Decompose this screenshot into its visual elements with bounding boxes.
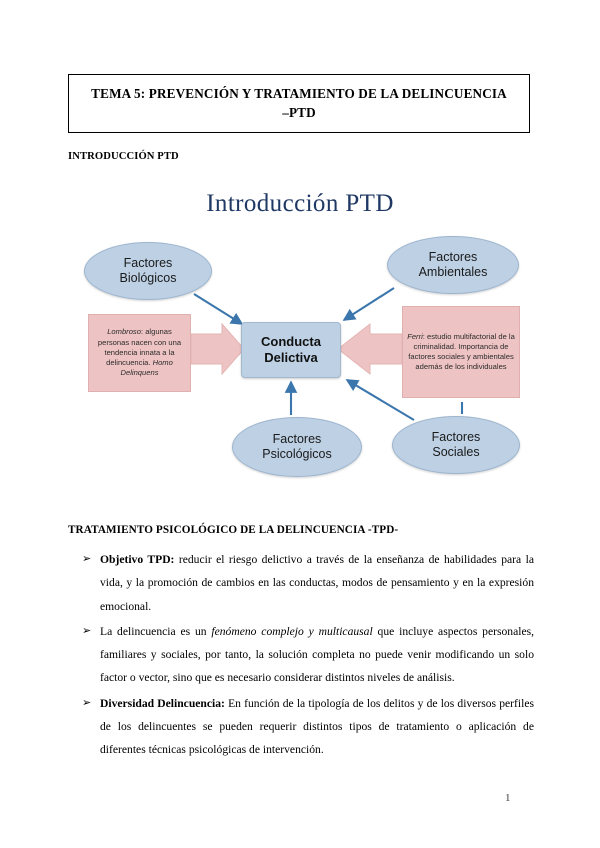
diagram-node-factores-psicologicos: Factores Psicológicos	[232, 417, 362, 477]
list-item-text: reducir el riesgo delictivo a través de …	[100, 553, 534, 613]
node-label-line2: Sociales	[432, 445, 480, 459]
block-arrow-right	[337, 322, 403, 376]
list-item: ➢ La delincuencia es un fenómeno complej…	[68, 620, 534, 690]
bullet-arrow-icon: ➢	[82, 624, 92, 637]
note-author: Ferri	[407, 331, 423, 341]
diagram-center-conducta-delictiva: Conducta Delictiva	[241, 322, 341, 378]
list-item-lead: Diversidad Delincuencia:	[100, 696, 225, 710]
note-body: : algunas personas nacen con una tendenc…	[97, 327, 182, 368]
bullet-arrow-icon: ➢	[82, 553, 92, 565]
list-item-text-after: que incluye aspectos personales, familia…	[100, 624, 534, 685]
node-label: Factores Ambientales	[419, 250, 488, 280]
node-label-line2: Ambientales	[418, 265, 488, 279]
tpd-section-heading: TRATAMIENTO PSICOLÓGICO DE LA DELINCUENC…	[68, 524, 399, 536]
note-text: Ferri: estudio multifactorial de la crim…	[407, 332, 515, 373]
center-label: Conducta Delictiva	[261, 334, 321, 366]
document-title-line-1: TEMA 5: PREVENCIÓN Y TRATAMIENTO DE LA D…	[91, 86, 507, 101]
tpd-bullet-list: ➢ Objetivo TPD: reducir el riesgo delict…	[68, 548, 534, 764]
note-author: Lombroso	[107, 327, 141, 337]
node-label: Factores Biológicos	[120, 256, 177, 286]
connector-biologicos	[193, 293, 244, 325]
node-label-line2: Biológicos	[119, 271, 177, 285]
list-item-lead: Objetivo TPD:	[100, 553, 175, 566]
node-label-line1: Factores	[272, 432, 322, 446]
introduccion-ptd-diagram: Introducción PTD	[62, 182, 538, 492]
diagram-node-factores-biologicos: Factores Biológicos	[84, 242, 212, 300]
page-number: 1	[505, 792, 511, 804]
diagram-connectors	[190, 287, 464, 421]
list-item: ➢ Objetivo TPD: reducir el riesgo delict…	[68, 548, 534, 618]
connector-ambientales	[342, 287, 395, 321]
list-item-text-before: La delincuencia es un	[100, 624, 212, 638]
center-label-line1: Conducta	[261, 334, 321, 349]
list-item-text: En función de la tipología de los delito…	[100, 696, 534, 757]
connector-sociales	[345, 379, 415, 421]
bullet-arrow-icon: ➢	[82, 696, 92, 709]
node-label-line1: Factores	[431, 430, 481, 444]
node-label-line1: Factores	[428, 250, 478, 264]
node-label-line1: Factores	[123, 256, 173, 270]
document-title-line-2: –PTD	[282, 105, 316, 120]
diagram-node-factores-sociales: Factores Sociales	[392, 416, 520, 474]
note-body: : estudio multifactorial de la criminali…	[408, 331, 515, 372]
block-arrow-left	[190, 322, 245, 376]
diagram-note-lombroso: Lombroso: algunas personas nacen con una…	[88, 314, 191, 392]
node-label: Factores Sociales	[432, 430, 481, 460]
list-item: ➢ Diversidad Delincuencia: En función de…	[68, 692, 534, 762]
node-label: Factores Psicológicos	[262, 432, 331, 462]
list-item-emphasis: fenómeno complejo y multicausal	[211, 624, 373, 638]
diagram-title: Introducción PTD	[206, 190, 394, 217]
center-label-line2: Delictiva	[264, 350, 318, 365]
document-title-box: TEMA 5: PREVENCIÓN Y TRATAMIENTO DE LA D…	[68, 74, 530, 133]
diagram-note-ferri: Ferri: estudio multifactorial de la crim…	[402, 306, 520, 398]
note-text: Lombroso: algunas personas nacen con una…	[93, 327, 186, 378]
note-emphasis: Homo Delinquens	[120, 358, 173, 378]
node-label-line2: Psicológicos	[262, 447, 332, 461]
intro-section-heading: INTRODUCCIÓN PTD	[68, 151, 179, 162]
diagram-node-factores-ambientales: Factores Ambientales	[387, 236, 519, 294]
